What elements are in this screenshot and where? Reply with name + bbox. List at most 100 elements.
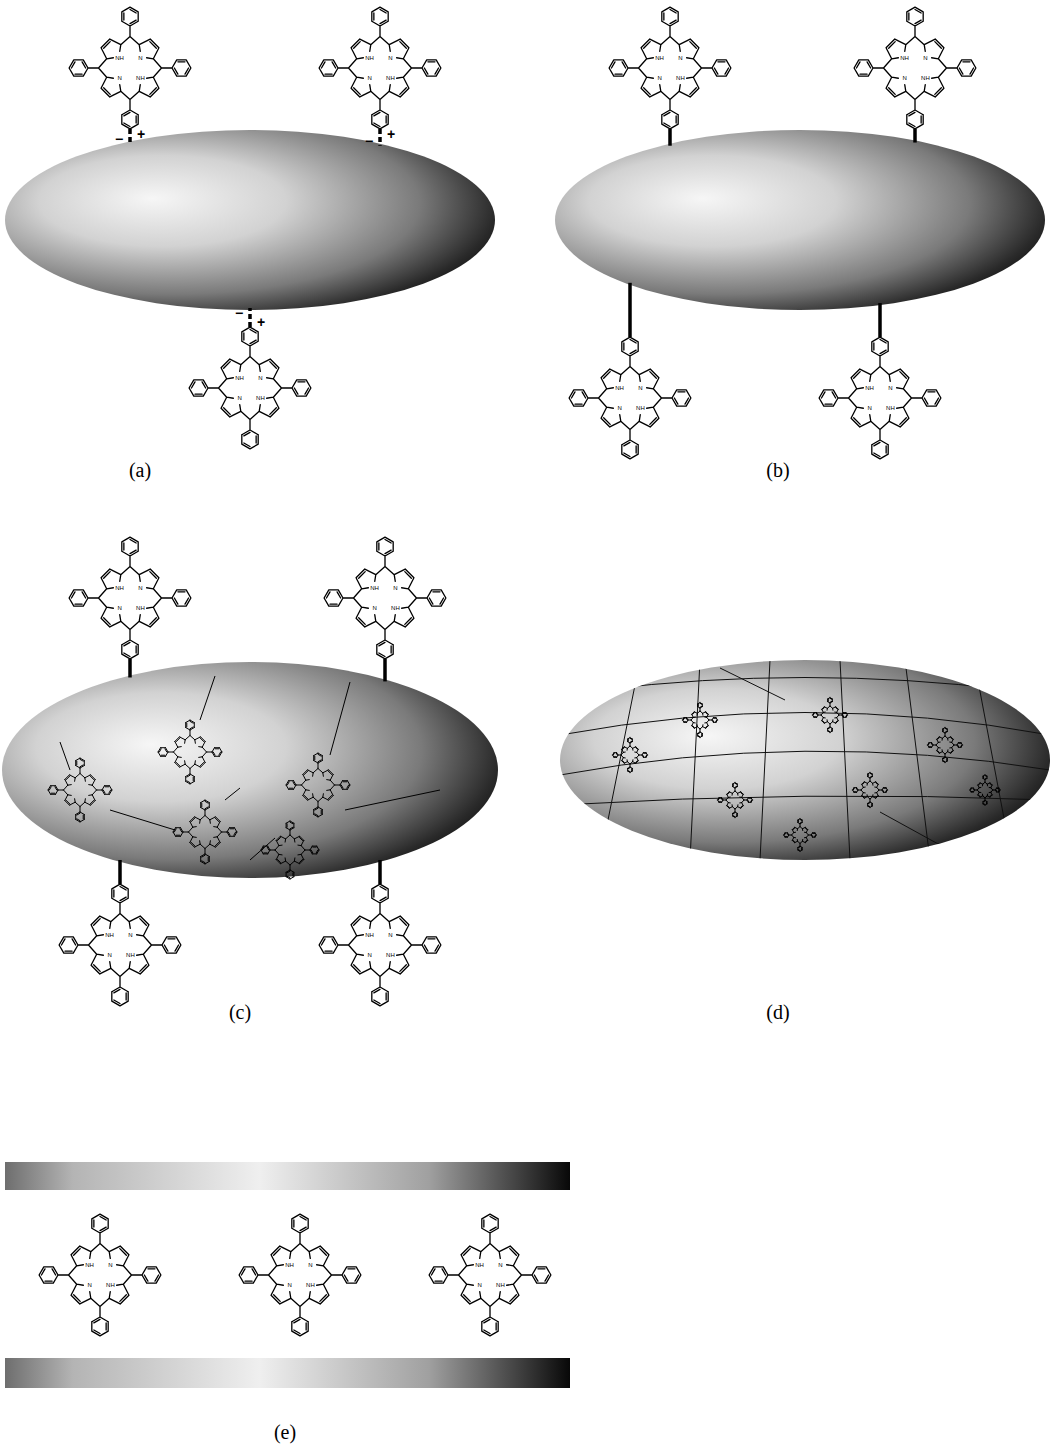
porphyrin-molecule (189, 327, 311, 449)
porphyrin-bonds (429, 1214, 551, 1336)
atom-label: N (257, 375, 263, 381)
porphyrin-molecule (39, 1214, 161, 1336)
porphyrin-bonds (813, 698, 848, 733)
porphyrin-bonds (970, 775, 1000, 805)
atom-label: N (476, 1282, 482, 1288)
porphyrin-molecule (158, 720, 222, 784)
porphyrin-molecule (813, 698, 848, 733)
atom-label: N (127, 932, 133, 938)
tether-line (200, 676, 215, 720)
charge-sign: − (115, 132, 123, 146)
atom-label: NH (305, 1282, 316, 1288)
atom-label: NH (135, 75, 146, 81)
atom-label: N (106, 952, 112, 958)
charge-sign: + (387, 127, 395, 141)
covalent-linker (118, 860, 122, 884)
atom-label: NH (899, 55, 910, 61)
layer-bar (5, 1162, 570, 1190)
porphyrin-molecule (69, 7, 191, 129)
atom-label: NH (114, 55, 125, 61)
atom-label: N (637, 385, 643, 391)
atom-label: NH (125, 952, 136, 958)
atom-label: NH (390, 605, 401, 611)
atom-label: N (286, 1282, 292, 1288)
atom-label: N (677, 55, 683, 61)
porphyrin-bonds (784, 819, 816, 851)
covalent-linker (383, 659, 387, 682)
porphyrin-bonds (189, 327, 311, 449)
tether-layer (60, 676, 440, 860)
porphyrin-molecule (569, 337, 691, 459)
atom-label: NH (654, 55, 665, 61)
linker-layer (120, 129, 915, 884)
atom-label: NH (614, 385, 625, 391)
atom-label: NH (474, 1262, 485, 1268)
particle-ellipse (5, 130, 495, 310)
atom-label: NH (84, 1262, 95, 1268)
porphyrin-bonds (854, 7, 976, 129)
particle-ellipse (560, 660, 1050, 860)
porphyrin-layer (39, 7, 1000, 1336)
atom-label: NH (385, 952, 396, 958)
porphyrin-bonds (928, 728, 963, 763)
atom-label: N (107, 1262, 113, 1268)
porphyrin-bonds (69, 537, 191, 659)
atom-label: NH (635, 405, 646, 411)
panel-label: (a) (129, 460, 151, 480)
ionic-linker (378, 129, 382, 146)
layer-bar (5, 1358, 570, 1388)
atom-label: NH (864, 385, 875, 391)
atom-label: N (616, 405, 622, 411)
particle-ellipse (2, 662, 498, 878)
atom-label: N (307, 1262, 313, 1268)
covalent-linker (378, 860, 382, 884)
atom-label: NH (369, 585, 380, 591)
porphyrin-molecule (928, 728, 963, 763)
porphyrin-molecule (683, 703, 718, 738)
atom-label: NH (385, 75, 396, 81)
panel-label: (e) (274, 1422, 296, 1442)
porphyrin-molecule (319, 7, 441, 129)
atom-label: N (137, 55, 143, 61)
atom-label: NH (885, 405, 896, 411)
covalent-linker (628, 283, 632, 337)
porphyrin-molecule (324, 537, 446, 659)
atom-label: N (366, 952, 372, 958)
atom-label: N (497, 1262, 503, 1268)
porphyrin-bonds (718, 783, 753, 818)
panel-label: (c) (229, 1002, 251, 1022)
covalent-linker (913, 129, 917, 143)
porphyrin-molecule (48, 758, 112, 822)
porphyrin-bonds (853, 773, 888, 808)
porphyrin-bonds (319, 884, 441, 1006)
atom-label: N (387, 932, 393, 938)
atom-label: N (922, 55, 928, 61)
porphyrin-molecule (613, 738, 648, 773)
porphyrin-bonds (261, 821, 319, 879)
porphyrin-bonds (39, 1214, 161, 1336)
ionic-linker (248, 308, 252, 327)
porphyrin-molecule (319, 884, 441, 1006)
porphyrin-molecule (609, 7, 731, 129)
charge-sign: − (365, 134, 373, 148)
atom-label: N (656, 75, 662, 81)
porphyrin-bonds (613, 738, 648, 773)
atom-label: NH (364, 55, 375, 61)
atom-label: NH (255, 395, 266, 401)
atom-label: N (887, 385, 893, 391)
porphyrin-bonds (569, 337, 691, 459)
porphyrin-bonds (59, 884, 181, 1006)
panel-label: (b) (766, 460, 789, 480)
tether-line (330, 682, 350, 755)
atom-label: N (392, 585, 398, 591)
porphyrin-bonds (819, 337, 941, 459)
atom-label: N (866, 405, 872, 411)
porphyrin-molecule (784, 819, 816, 851)
porphyrin-bonds (683, 703, 718, 738)
atom-label: NH (135, 605, 146, 611)
covalent-linker (878, 303, 882, 337)
porphyrin-bonds (239, 1214, 361, 1336)
atom-label: NH (675, 75, 686, 81)
porphyrin-molecule (854, 7, 976, 129)
